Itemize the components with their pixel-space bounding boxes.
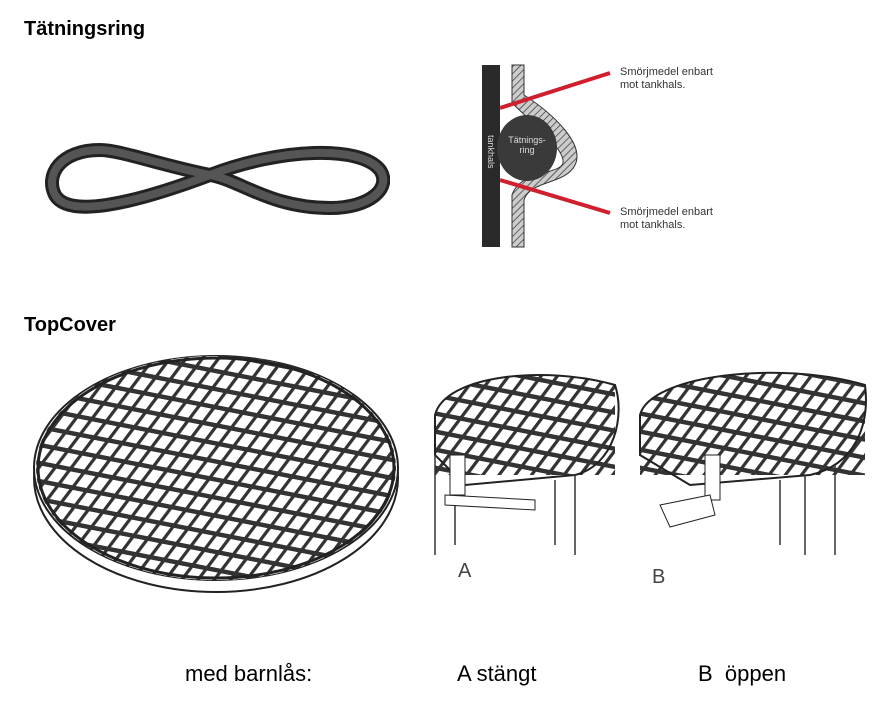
ring-label: Tätnings- — [508, 135, 546, 145]
seal-cross-section-diagram: Tätnings- ring tankhals Smörjmedel enbar… — [482, 64, 713, 248]
detail-letter-a: A — [458, 560, 472, 582]
detail-letter-b: B — [652, 566, 665, 588]
svg-text:mot tankhals.: mot tankhals. — [620, 219, 685, 231]
neck-label: tankhals — [486, 135, 496, 169]
svg-text:ring: ring — [519, 145, 534, 155]
cover-detail-a-closed: A — [434, 374, 620, 582]
caption-a-closed: A stängt — [457, 661, 537, 686]
lubricant-label-top: Smörjmedel enbart — [620, 66, 713, 78]
caption-b-open: B öppen — [698, 661, 787, 686]
cover-detail-b-open: B — [639, 371, 867, 588]
topcover-illustration — [33, 355, 399, 593]
seal-ring-illustration — [45, 143, 390, 215]
svg-text:mot tankhals.: mot tankhals. — [620, 79, 685, 91]
caption-lock: med barnlås: — [185, 661, 313, 686]
section-title-seal: Tätningsring — [24, 18, 146, 40]
section-title-cover: TopCover — [24, 314, 116, 336]
lubricant-label-bottom: Smörjmedel enbart — [620, 206, 713, 218]
